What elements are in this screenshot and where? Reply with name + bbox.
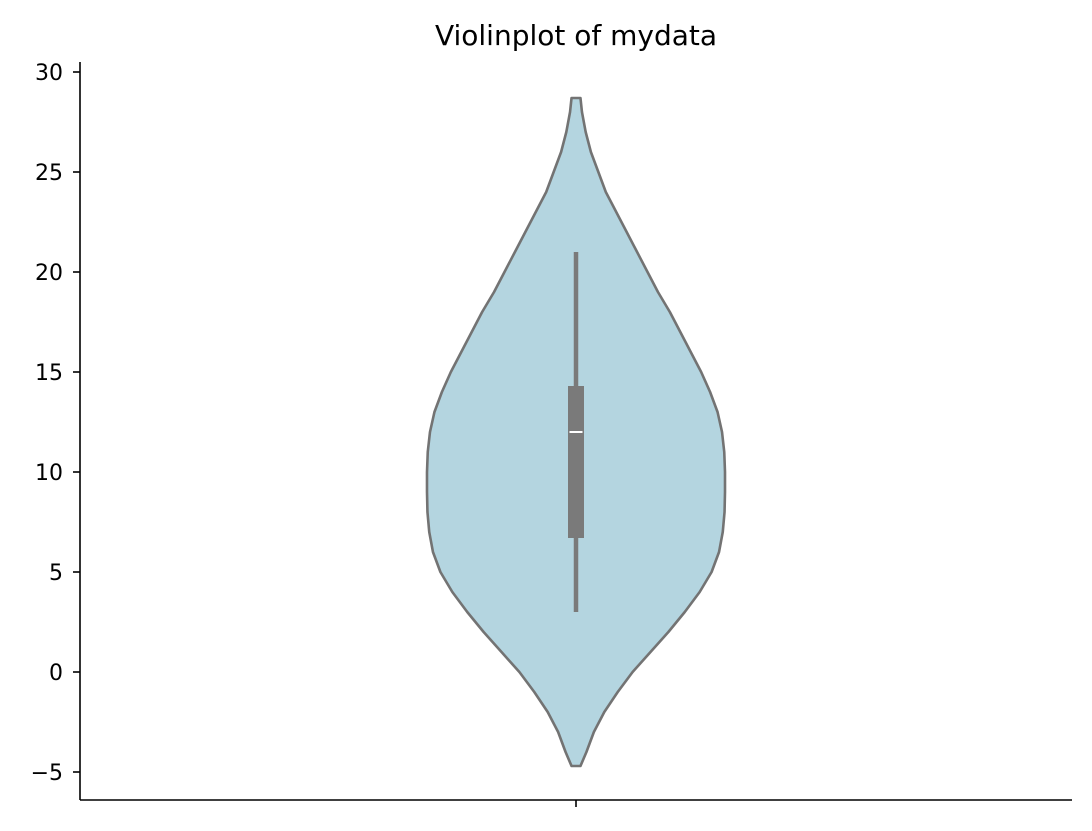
y-tick-label: 5 bbox=[49, 561, 63, 586]
y-tick-label: 0 bbox=[49, 661, 63, 686]
y-tick-label: 25 bbox=[35, 161, 63, 186]
y-tick-label: 15 bbox=[35, 361, 63, 386]
plot-area bbox=[425, 96, 727, 768]
y-tick-label: 10 bbox=[35, 461, 63, 486]
y-tick-label: 20 bbox=[35, 261, 63, 286]
y-tick-label: −5 bbox=[31, 761, 63, 786]
chart-title: Violinplot of mydata bbox=[435, 19, 717, 52]
violin-iqr-box bbox=[568, 386, 584, 538]
axes: −5 0 5 10 15 20 25 30 bbox=[31, 61, 1072, 807]
y-tick-label: 30 bbox=[35, 61, 63, 86]
